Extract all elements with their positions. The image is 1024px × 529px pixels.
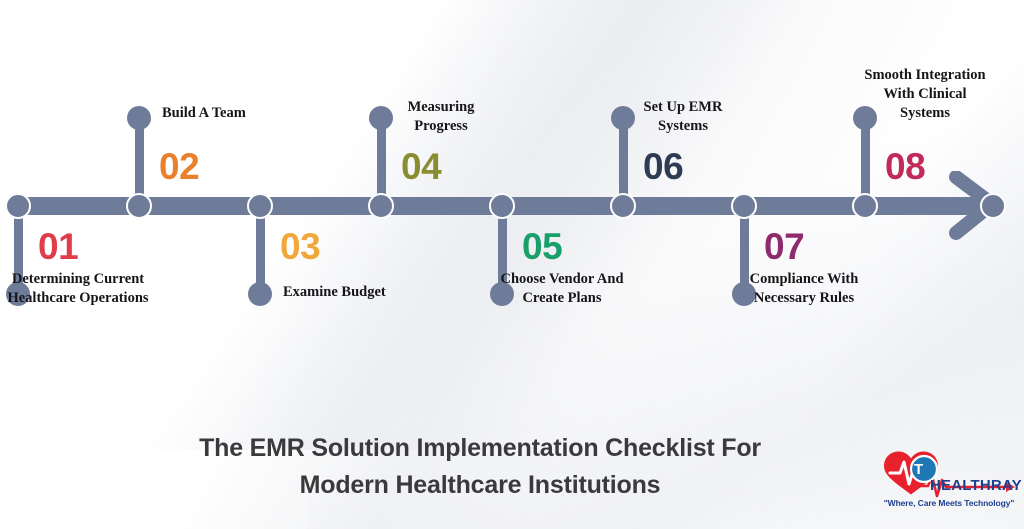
step-label-03: Examine Budget: [283, 284, 386, 300]
step-number-04: 04: [401, 146, 442, 187]
timeline-node-02[interactable]: [126, 193, 152, 219]
step-number-02: 02: [159, 146, 200, 187]
timeline-node-08[interactable]: [852, 193, 878, 219]
timeline-branch-node: [6, 282, 30, 306]
timeline-branch-node: [611, 106, 635, 130]
step-label-08: Smooth Integration With Clinical Systems: [864, 67, 986, 122]
timeline-branch-node: [490, 282, 514, 306]
timeline-node-04[interactable]: [368, 193, 394, 219]
step-label-04: Measuring Progress: [407, 99, 475, 135]
step-label-02: Build A Team: [162, 105, 246, 121]
timeline-node-05[interactable]: [489, 193, 515, 219]
timeline-stem: [134, 118, 144, 206]
step-number-05: 05: [522, 226, 563, 267]
step-number-08: 08: [885, 146, 926, 187]
step-number-06: 06: [643, 146, 684, 187]
step-label-05: Choose Vendor And Create Plans: [500, 271, 624, 307]
logo-monogram: T: [914, 461, 924, 478]
timeline-branch-node: [853, 106, 877, 130]
timeline-stem: [497, 206, 507, 294]
timeline-branch-node: [127, 106, 151, 130]
logo-tagline-text: "Where, Care Meets Technology": [883, 498, 1015, 508]
timeline-stem: [376, 118, 386, 206]
timeline-end-node: [980, 193, 1006, 219]
timeline-stem: [255, 206, 265, 294]
healthray-logo[interactable]: T HEALTHRAY "Where, Care Meets Technolog…: [878, 446, 1022, 522]
heart-icon: [884, 451, 1015, 498]
timeline-node-06[interactable]: [610, 193, 636, 219]
timeline-branch-node: [369, 106, 393, 130]
step-number-07: 07: [764, 226, 805, 267]
timeline-node-07[interactable]: [731, 193, 757, 219]
page-title: The EMR Solution Implementation Checklis…: [199, 434, 761, 499]
step-label-01: Determining Current Healthcare Operation…: [7, 271, 149, 307]
timeline-stem: [618, 118, 628, 206]
timeline-node-01[interactable]: [5, 193, 31, 219]
timeline-stem: [13, 206, 23, 294]
step-label-06: Set Up EMR Systems: [643, 99, 723, 135]
step-number-01: 01: [38, 226, 79, 267]
step-number-03: 03: [280, 226, 321, 267]
step-label-07: Compliance With Necessary Rules: [749, 271, 859, 307]
timeline-stem: [739, 206, 749, 294]
timeline-node-03[interactable]: [247, 193, 273, 219]
timeline-branch-node: [732, 282, 756, 306]
timeline-stem: [860, 118, 870, 206]
logo-brand-text: HEALTHRAY: [930, 477, 1022, 494]
timeline-branch-node: [248, 282, 272, 306]
